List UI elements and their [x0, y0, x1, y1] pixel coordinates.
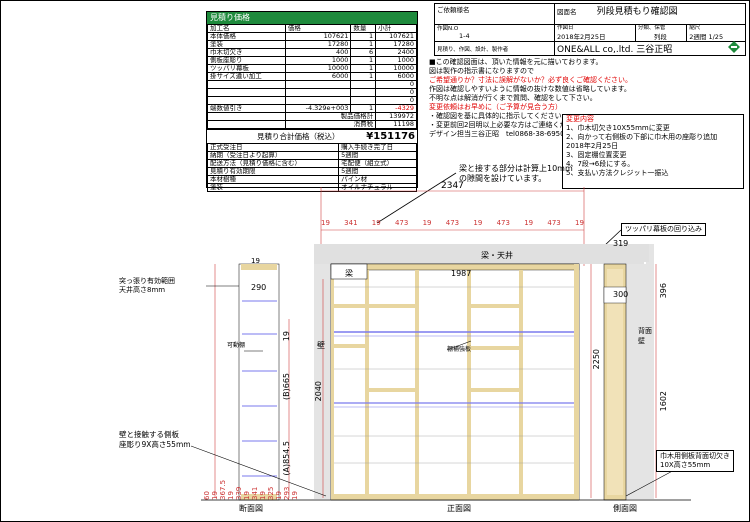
dim-inner: 1987: [451, 269, 472, 278]
dim-side-top: 319: [613, 239, 629, 248]
dim-height-left: 2040: [314, 381, 323, 402]
grand-total-value: ¥151176: [366, 131, 415, 142]
dim-side-396: 396: [659, 283, 668, 299]
beam-ceiling-label: 梁・天井: [481, 251, 513, 260]
estimate-info: 正式受注日購入手続き完了日 納期（受注日より起算）5週間 配送方法（見積り価格に…: [206, 143, 417, 192]
company-name: ONE&ALL co,.ltd. 三谷正昭: [554, 41, 746, 56]
dim-section-top: 19: [251, 257, 260, 265]
front-view-label: 正面図: [447, 504, 471, 513]
back-wall-label: 背面壁: [638, 327, 652, 345]
dim-depth: 290: [251, 283, 267, 292]
beam-label: 梁: [345, 269, 353, 278]
tsuppari-range: 突っ張り有効範囲天井高さ8mm: [116, 276, 178, 296]
change-box: 変更内容 1、巾木切欠き10X55mmに変更 2、向かって右側板の下部に巾木用の…: [562, 114, 744, 189]
tsuppari-callout: ツッパリ幕板の回り込み: [621, 223, 706, 236]
beam-note: 梁と接する部分は計算上10mmの隙間を設けています。: [459, 164, 573, 183]
dim-side-300: 300: [613, 290, 629, 299]
section-view-label: 断面図: [239, 504, 263, 513]
notes: ■この確認図面は、頂いた情報を元に描いております。 図は製作の指示書になりますの…: [429, 58, 632, 138]
dim-height-right: 1602: [659, 391, 668, 412]
drawing-name: 列段見積もり確認図: [596, 7, 678, 17]
logo-icon: [727, 39, 741, 53]
dim-total-width: 2347: [441, 181, 464, 191]
estimate-header: 見積り価格: [207, 12, 417, 24]
wall-label: 壁: [317, 341, 325, 350]
movable-label: 可動棚: [227, 342, 246, 349]
fixed-label: 棚補強板: [447, 346, 472, 353]
dim-height-total: 2250: [592, 349, 601, 370]
side-board-callout: 壁と接触する側板座彫り9X高さ55mm: [119, 430, 191, 449]
side-view-label: 側面図: [613, 504, 637, 513]
grand-total: 見積り合計価格（税込） ¥151176: [207, 129, 417, 143]
